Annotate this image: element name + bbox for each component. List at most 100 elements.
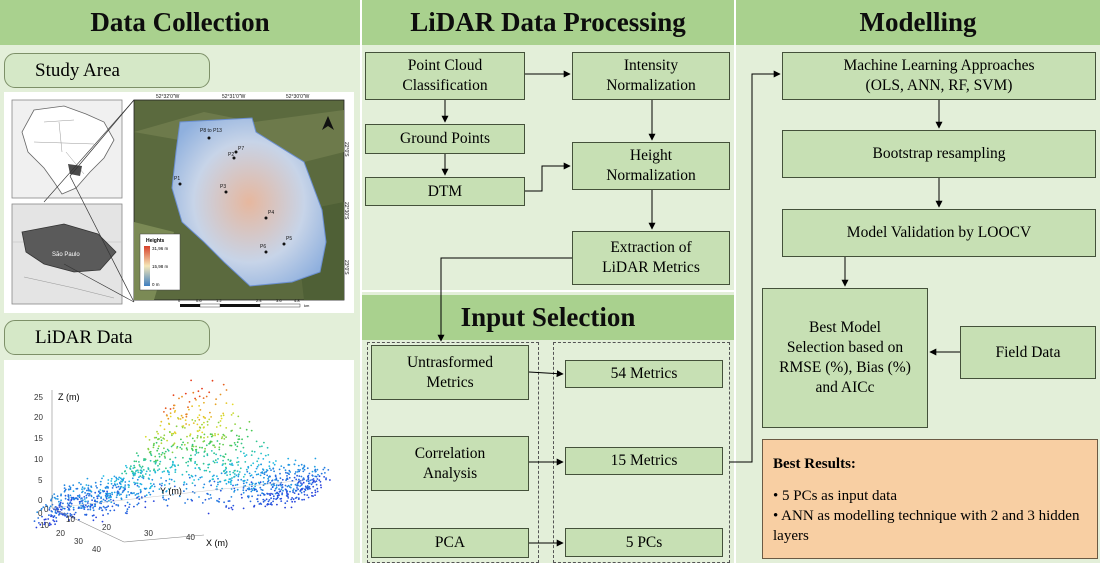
cloud-point (83, 496, 86, 498)
cloud-point (135, 482, 137, 484)
cloud-point (232, 504, 235, 507)
cloud-point (293, 492, 296, 494)
cloud-point (260, 503, 263, 505)
cloud-point (68, 519, 70, 521)
cloud-point (134, 472, 137, 475)
cloud-point (259, 474, 262, 477)
cloud-point (259, 486, 262, 489)
cloud-point (109, 492, 111, 495)
cloud-point (86, 489, 88, 492)
best-results-box: Best Results: • 5 PCs as input data • AN… (762, 439, 1098, 559)
cloud-point (167, 449, 170, 452)
cloud-point (124, 481, 127, 483)
cloud-point (319, 480, 322, 483)
cloud-point (279, 477, 282, 480)
cloud-point (96, 495, 98, 498)
svg-text:15,98 m: 15,98 m (152, 264, 169, 269)
cloud-point (230, 414, 233, 416)
cloud-point (136, 496, 139, 499)
cloud-point (158, 445, 160, 447)
cloud-point (85, 514, 88, 516)
cloud-point (270, 492, 272, 495)
cloud-point (251, 489, 254, 492)
cloud-point (92, 519, 95, 522)
cloud-point (60, 493, 62, 496)
cloud-point (91, 499, 93, 501)
cloud-point (242, 446, 245, 449)
cloud-point (74, 511, 77, 514)
cloud-point (66, 506, 69, 509)
cloud-point (292, 488, 295, 490)
svg-text:0: 0 (38, 509, 43, 518)
cloud-point (136, 503, 139, 506)
cloud-point (160, 442, 163, 445)
cloud-point (172, 461, 174, 464)
cloud-point (171, 464, 174, 466)
cloud-point (307, 496, 310, 499)
cloud-point (250, 454, 253, 456)
cloud-point (159, 483, 161, 486)
cloud-point (97, 490, 100, 493)
cloud-point (298, 497, 300, 499)
cloud-point (286, 485, 289, 488)
cloud-point (259, 445, 261, 448)
cloud-point (236, 461, 238, 464)
cloud-point (198, 395, 201, 398)
cloud-point (164, 457, 167, 459)
cloud-point (244, 455, 246, 458)
cloud-point (110, 477, 113, 480)
cloud-point (237, 473, 240, 476)
cloud-point (172, 432, 175, 435)
lidar-data-tab: LiDAR Data (4, 320, 210, 355)
cloud-point (90, 486, 93, 488)
cloud-point (234, 469, 236, 472)
cloud-point (81, 502, 84, 504)
cloud-point (99, 491, 102, 494)
cloud-point (314, 494, 316, 496)
point-cloud (33, 379, 331, 529)
cloud-point (192, 391, 195, 394)
cloud-point (102, 514, 104, 517)
cloud-point (181, 395, 183, 398)
cloud-point (55, 497, 57, 500)
cloud-point (110, 482, 113, 485)
pcs-5-box: 5 PCs (565, 528, 723, 557)
cloud-point (272, 483, 275, 486)
cloud-point (132, 467, 135, 469)
cloud-point (138, 476, 140, 479)
cloud-point (277, 479, 279, 482)
cloud-point (191, 419, 194, 421)
cloud-point (124, 484, 127, 486)
cloud-point (144, 435, 147, 438)
cloud-point (184, 502, 187, 504)
cloud-point (125, 466, 128, 469)
cloud-point (116, 491, 119, 494)
cloud-point (137, 502, 140, 505)
cloud-point (217, 483, 219, 486)
cloud-point (81, 486, 84, 489)
cloud-point (299, 482, 302, 484)
data-collection-header: Data Collection (0, 0, 360, 45)
cloud-point (290, 506, 293, 509)
cloud-point (160, 453, 163, 456)
cloud-point (107, 492, 110, 495)
cloud-point (216, 475, 218, 478)
cloud-point (70, 498, 73, 501)
cloud-point (229, 480, 232, 483)
cloud-point (169, 408, 172, 410)
cloud-point (83, 506, 86, 509)
cloud-point (68, 502, 71, 505)
cloud-point (88, 493, 91, 495)
cloud-point (147, 468, 150, 471)
cloud-point (170, 478, 173, 481)
cloud-point (281, 492, 284, 495)
cloud-point (199, 476, 202, 479)
cloud-point (234, 484, 237, 486)
cloud-point (151, 478, 154, 481)
cloud-point (186, 435, 188, 438)
cloud-point (168, 482, 171, 485)
cloud-point (196, 436, 199, 439)
cloud-point (217, 477, 219, 480)
cloud-point (119, 486, 122, 488)
cloud-point (180, 438, 182, 441)
